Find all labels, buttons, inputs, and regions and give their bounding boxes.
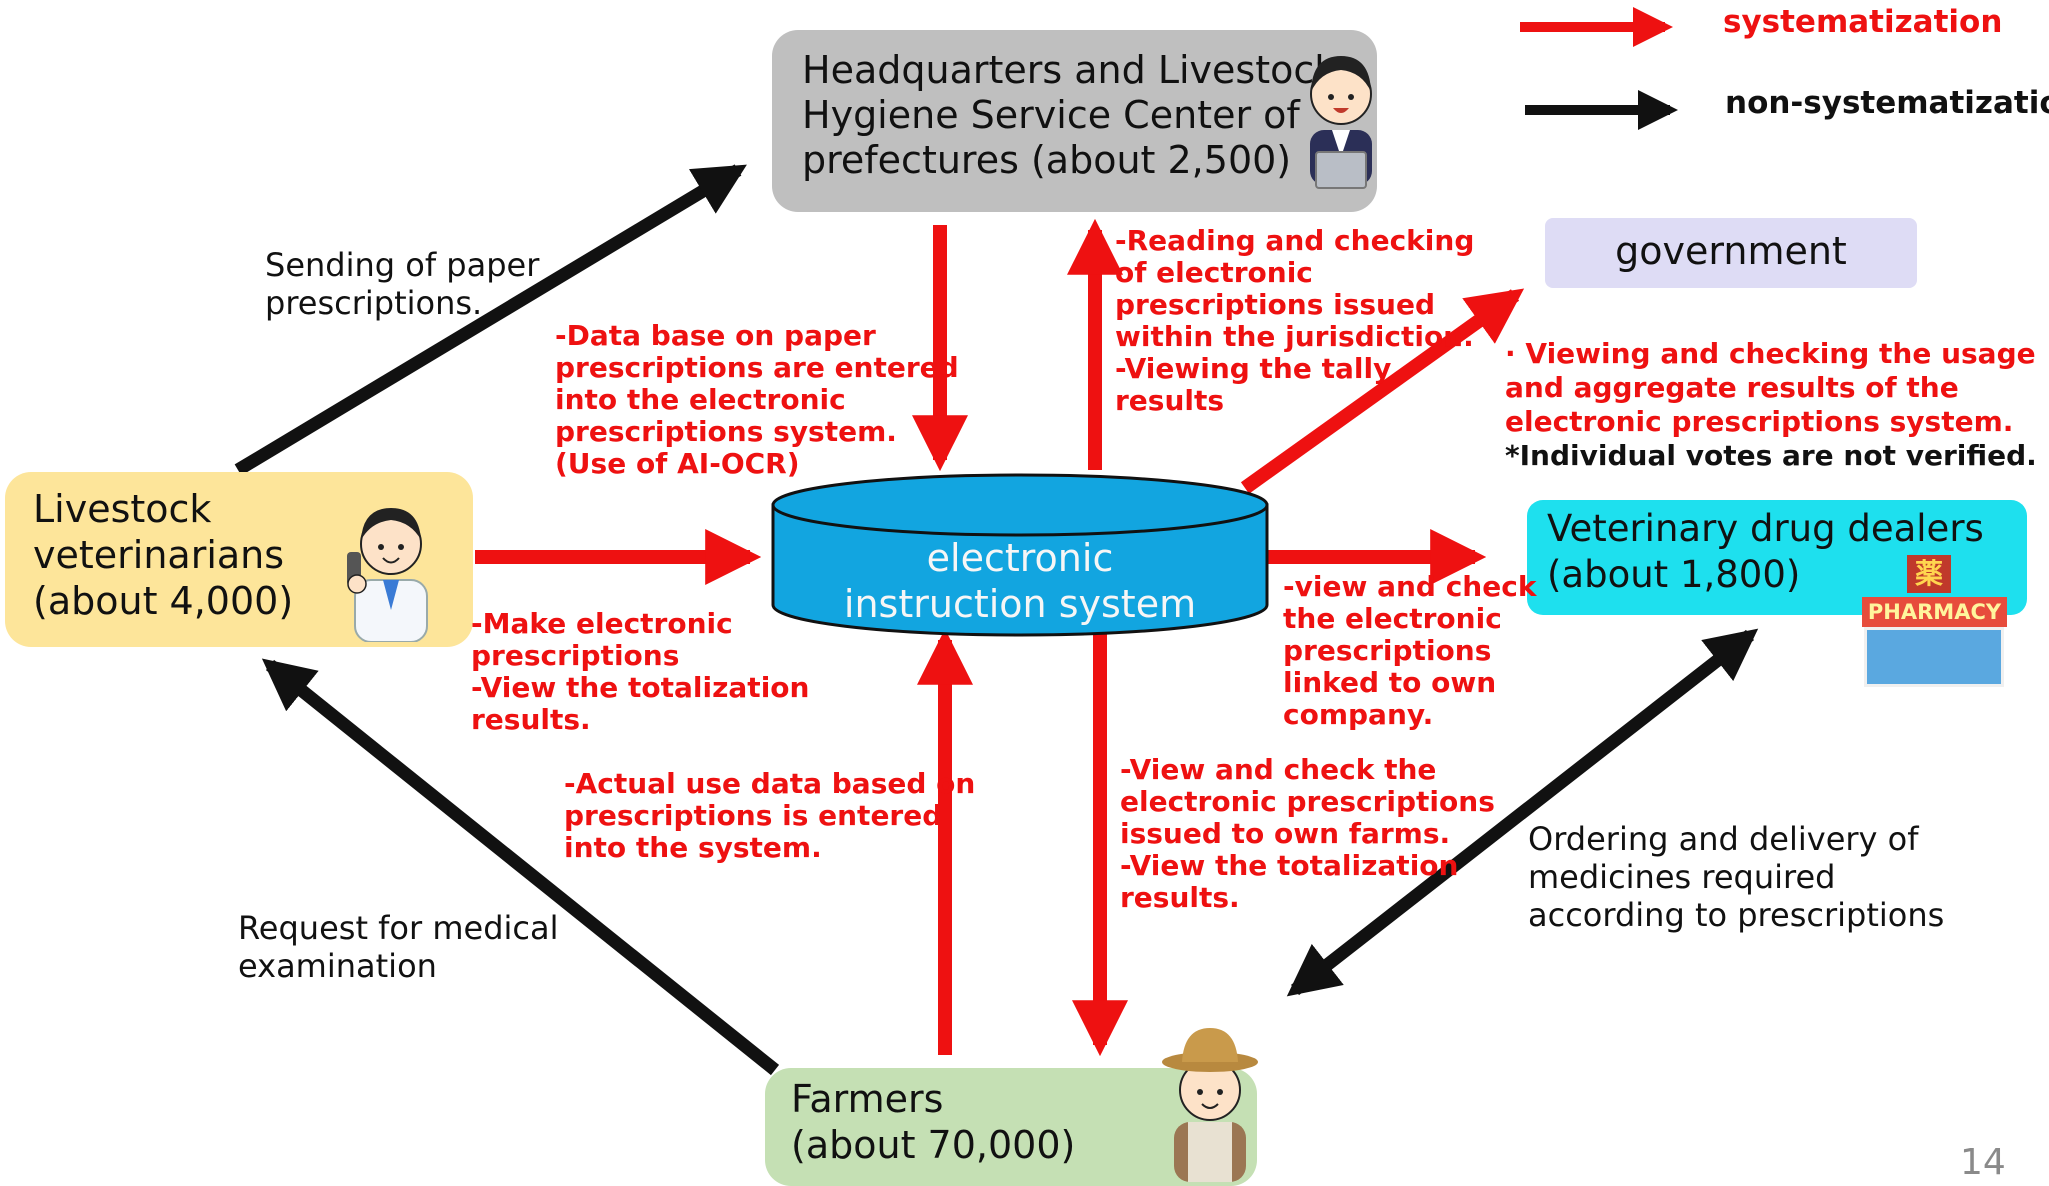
annotation-line: the electronic (1283, 602, 1502, 635)
annotation-line: -Actual use data based on (564, 767, 976, 800)
pharmacy-icon: 薬 PHARMACY (1862, 555, 2007, 690)
annotation-line: · Viewing and checking the usage (1505, 337, 2036, 370)
annotation-medical-request: Request for medical examination (238, 909, 558, 985)
annotation-line: -Viewing the tally (1115, 352, 1392, 385)
page-number: 14 (1960, 1142, 2006, 1183)
annotation-line: prescriptions are entered (555, 351, 959, 384)
annotation-actual-use: -Actual use data based on prescriptions … (564, 768, 975, 864)
annotation-line: results. (1120, 881, 1240, 914)
annotation-line: issued to own farms. (1120, 817, 1451, 850)
annotation-line: -View the totalization (1120, 849, 1459, 882)
farmers-line-2: (about 70,000) (791, 1123, 1076, 1167)
annotation-line: prescriptions system. (555, 415, 897, 448)
annotation-line: -view and check (1283, 570, 1537, 603)
arrow-vets-to-headquarters (234, 164, 747, 476)
annotation-line: electronic prescriptions system. (1505, 405, 2014, 438)
headquarters-line-2: Hygiene Service Center of (802, 93, 1300, 137)
annotation-line: -Data base on paper (555, 319, 876, 352)
node-headquarters[interactable]: Headquarters and Livestock Hygiene Servi… (772, 30, 1377, 212)
government-label: government (1615, 229, 1847, 273)
annotation-farmers-view: -View and check the electronic prescript… (1120, 754, 1495, 914)
headquarters-line-3: prefectures (about 2,500) (802, 138, 1292, 182)
annotation-line: according to prescriptions (1528, 896, 1945, 934)
annotation-line: prescriptions is entered (564, 799, 943, 832)
system-database-cylinder (771, 473, 1269, 637)
annotation-data-base-paper: -Data base on paper prescriptions are en… (555, 320, 959, 480)
annotation-line: prescriptions (471, 639, 680, 672)
legend-systematization: systematization (1723, 4, 2003, 40)
dealers-line-1: Veterinary drug dealers (1547, 507, 1984, 550)
annotation-line: Ordering and delivery of (1528, 820, 1919, 858)
annotation-line: medicines required (1528, 858, 1836, 896)
annotation-line: -View and check the (1120, 753, 1437, 786)
veterinarians-line-3: (about 4,000) (33, 579, 294, 623)
pharmacy-sign: 薬 (1907, 555, 1951, 593)
farmer-icon (1162, 1028, 1258, 1182)
annotation-line: prescriptions (1283, 634, 1492, 667)
system-line-1: electronic (926, 536, 1114, 580)
annotation-line: results (1115, 384, 1225, 417)
office-worker-icon (1310, 56, 1372, 189)
annotation-dealers-view: -view and check the electronic prescript… (1283, 571, 1536, 731)
annotation-individual-votes: *Individual votes are not verified. (1505, 439, 2037, 472)
node-dealers[interactable]: Veterinary drug dealers (about 1,800) (1527, 500, 2027, 615)
arrow-system-to-government (1240, 288, 1525, 494)
system-line-2: instruction system (843, 582, 1197, 626)
farmers-line-1: Farmers (791, 1077, 944, 1121)
veterinarians-line-2: veterinarians (33, 533, 285, 577)
annotation-paper-sending: Sending of paper prescriptions. (265, 246, 539, 322)
annotation-government-view: · Viewing and checking the usage and agg… (1505, 337, 2036, 439)
annotation-line: and aggregate results of the (1505, 371, 1959, 404)
annotation-line: into the system. (564, 831, 822, 864)
annotation-line: prescriptions issued (1115, 288, 1436, 321)
annotation-line: (Use of AI-OCR) (555, 447, 800, 480)
annotation-line: -Make electronic (471, 607, 733, 640)
annotation-line: within the jurisdiction. (1115, 320, 1474, 353)
annotation-line: Sending of paper (265, 246, 540, 284)
annotation-line: into the electronic (555, 383, 846, 416)
annotation-ordering: Ordering and delivery of medicines requi… (1528, 820, 1944, 934)
annotation-line: examination (238, 947, 437, 985)
dealers-line-2: (about 1,800) (1547, 553, 1801, 596)
annotation-make-prescriptions: -Make electronic prescriptions -View the… (471, 608, 809, 736)
node-veterinarians[interactable]: Livestock veterinarians (about 4,000) (5, 472, 473, 647)
annotation-line: Request for medical (238, 909, 559, 947)
annotation-line: -Reading and checking (1115, 224, 1475, 257)
pharmacy-storefront (1864, 627, 2004, 687)
node-government[interactable]: government (1545, 218, 1917, 288)
annotation-line: electronic prescriptions (1120, 785, 1495, 818)
annotation-line: -View the totalization (471, 671, 810, 704)
system-label[interactable]: electronic instruction system (773, 535, 1267, 627)
arrow-farmers-to-vets (261, 658, 780, 1076)
legend-non-systematization: non-systematization (1725, 85, 2049, 121)
annotation-line: linked to own (1283, 666, 1497, 699)
annotation-line: prescriptions. (265, 284, 483, 322)
annotation-line: results. (471, 703, 591, 736)
pharmacy-label: PHARMACY (1862, 597, 2007, 627)
headquarters-line-1: Headquarters and Livestock (802, 48, 1337, 92)
annotation-line: of electronic (1115, 256, 1313, 289)
annotation-reading-checking: -Reading and checking of electronic pres… (1115, 225, 1474, 417)
annotation-line: company. (1283, 698, 1434, 731)
veterinarians-line-1: Livestock (33, 487, 212, 531)
veterinarian-icon (347, 508, 428, 642)
arrow-farmers-dealers-bidirectional (1286, 628, 1759, 997)
